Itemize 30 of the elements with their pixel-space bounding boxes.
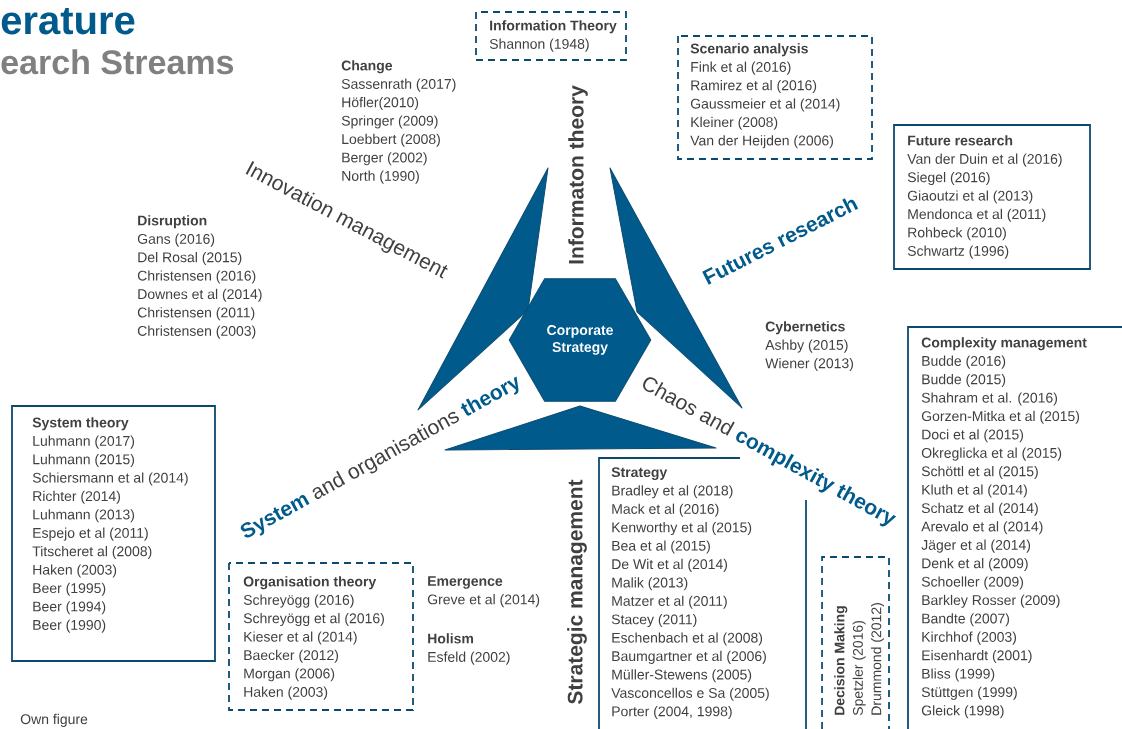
label: Del Rosal (2015) <box>138 251 242 266</box>
label: Change <box>341 60 393 74</box>
label: Christensen (2003) <box>137 325 256 339</box>
reference-box: Information Theory Shannon (1948) <box>475 11 627 61</box>
reference-list: Holism Esfeld (2002) <box>428 633 510 665</box>
label: Loebbert (2008) <box>342 133 440 147</box>
reference-list: Disruption Gans (2016) Del Rosal (2015) Christensen (2016) Downes et al (2014) Christensen (2011) Christensen (2003) <box>137 215 262 339</box>
label: Springer (2009) <box>341 115 438 129</box>
reference-box: Scenario analysis Fink et al (2016) Ramirez et al (2016) Gaussmeier et al (2014) Kleiner (2008) Van der Heijden (2006) <box>677 35 873 160</box>
label: Disruption <box>138 215 207 229</box>
label: Christensen (2011) <box>137 307 255 321</box>
reference-box: Complexity management Budde (2016) Budde (2015) Shahram et al. (2016) Gorzen-Mitka et al (2015) Doci et al (2015) Okreglicka et al (2015) Schöttl et al (2015) Kluth et al (2014) Schatz et al (2014) Arevalo et al (2014) Jäger et al (2014) Denk et al (2009) Schoeller (2009) Barkley Rosser (2009) Bandte (2007) Kirchhof (2003) Eisenhardt (2001) Bliss (1999) Stüttgen (1999) Gleick (1998) <box>907 326 1122 729</box>
reference-box: System theory Luhmann (2017) Luhmann (2015) Schiersmann et al (2014) Richter (2014) Luhmann (2013) Espejo et al (2011) Titscheret al (2008) Haken (2003) Beer (1995) Beer (1994) Beer (1990) <box>11 405 216 662</box>
label: Sassenrath (2017) <box>341 78 456 92</box>
reference-list: Change Sassenrath (2017) Höfler(2010) Springer (2009) Loebbert (2008) Berger (2002) North (1990) <box>341 60 456 184</box>
reference-box: Future research Van der Duin et al (2016) Siegel (2016) Giaoutzi et al (2013) Mendonca et al (2011) Rohbeck (2010) Schwartz (1996) <box>893 124 1091 270</box>
reference-box: Decision Making Spetzler (2016) Drummond (2012) <box>821 556 890 729</box>
label: Berger (2002) <box>342 152 427 166</box>
reference-list: Emergence Greve et al (2014) <box>427 576 540 608</box>
stream-label: Informaton theory <box>568 85 588 264</box>
label: Christensen (2016) <box>137 270 256 284</box>
label: Gans (2016) <box>137 233 215 247</box>
label: North (1990) <box>342 170 419 184</box>
reference-list: Cybernetics Ashby (2015) Wiener (2013) <box>765 321 853 372</box>
label: Höfler(2010) <box>342 96 419 111</box>
title: erature <box>1 7 135 35</box>
reference-box: Organisation theory Schreyögg (2016) Schreyögg et al (2016) Kieser et al (2014) Baecker (2012) Morgan (2006) Haken (2003) <box>228 562 414 711</box>
source-note: Own figure <box>20 713 88 727</box>
subtitle: earch Streams <box>1 49 234 75</box>
label: Downes et al (2014) <box>138 288 262 302</box>
